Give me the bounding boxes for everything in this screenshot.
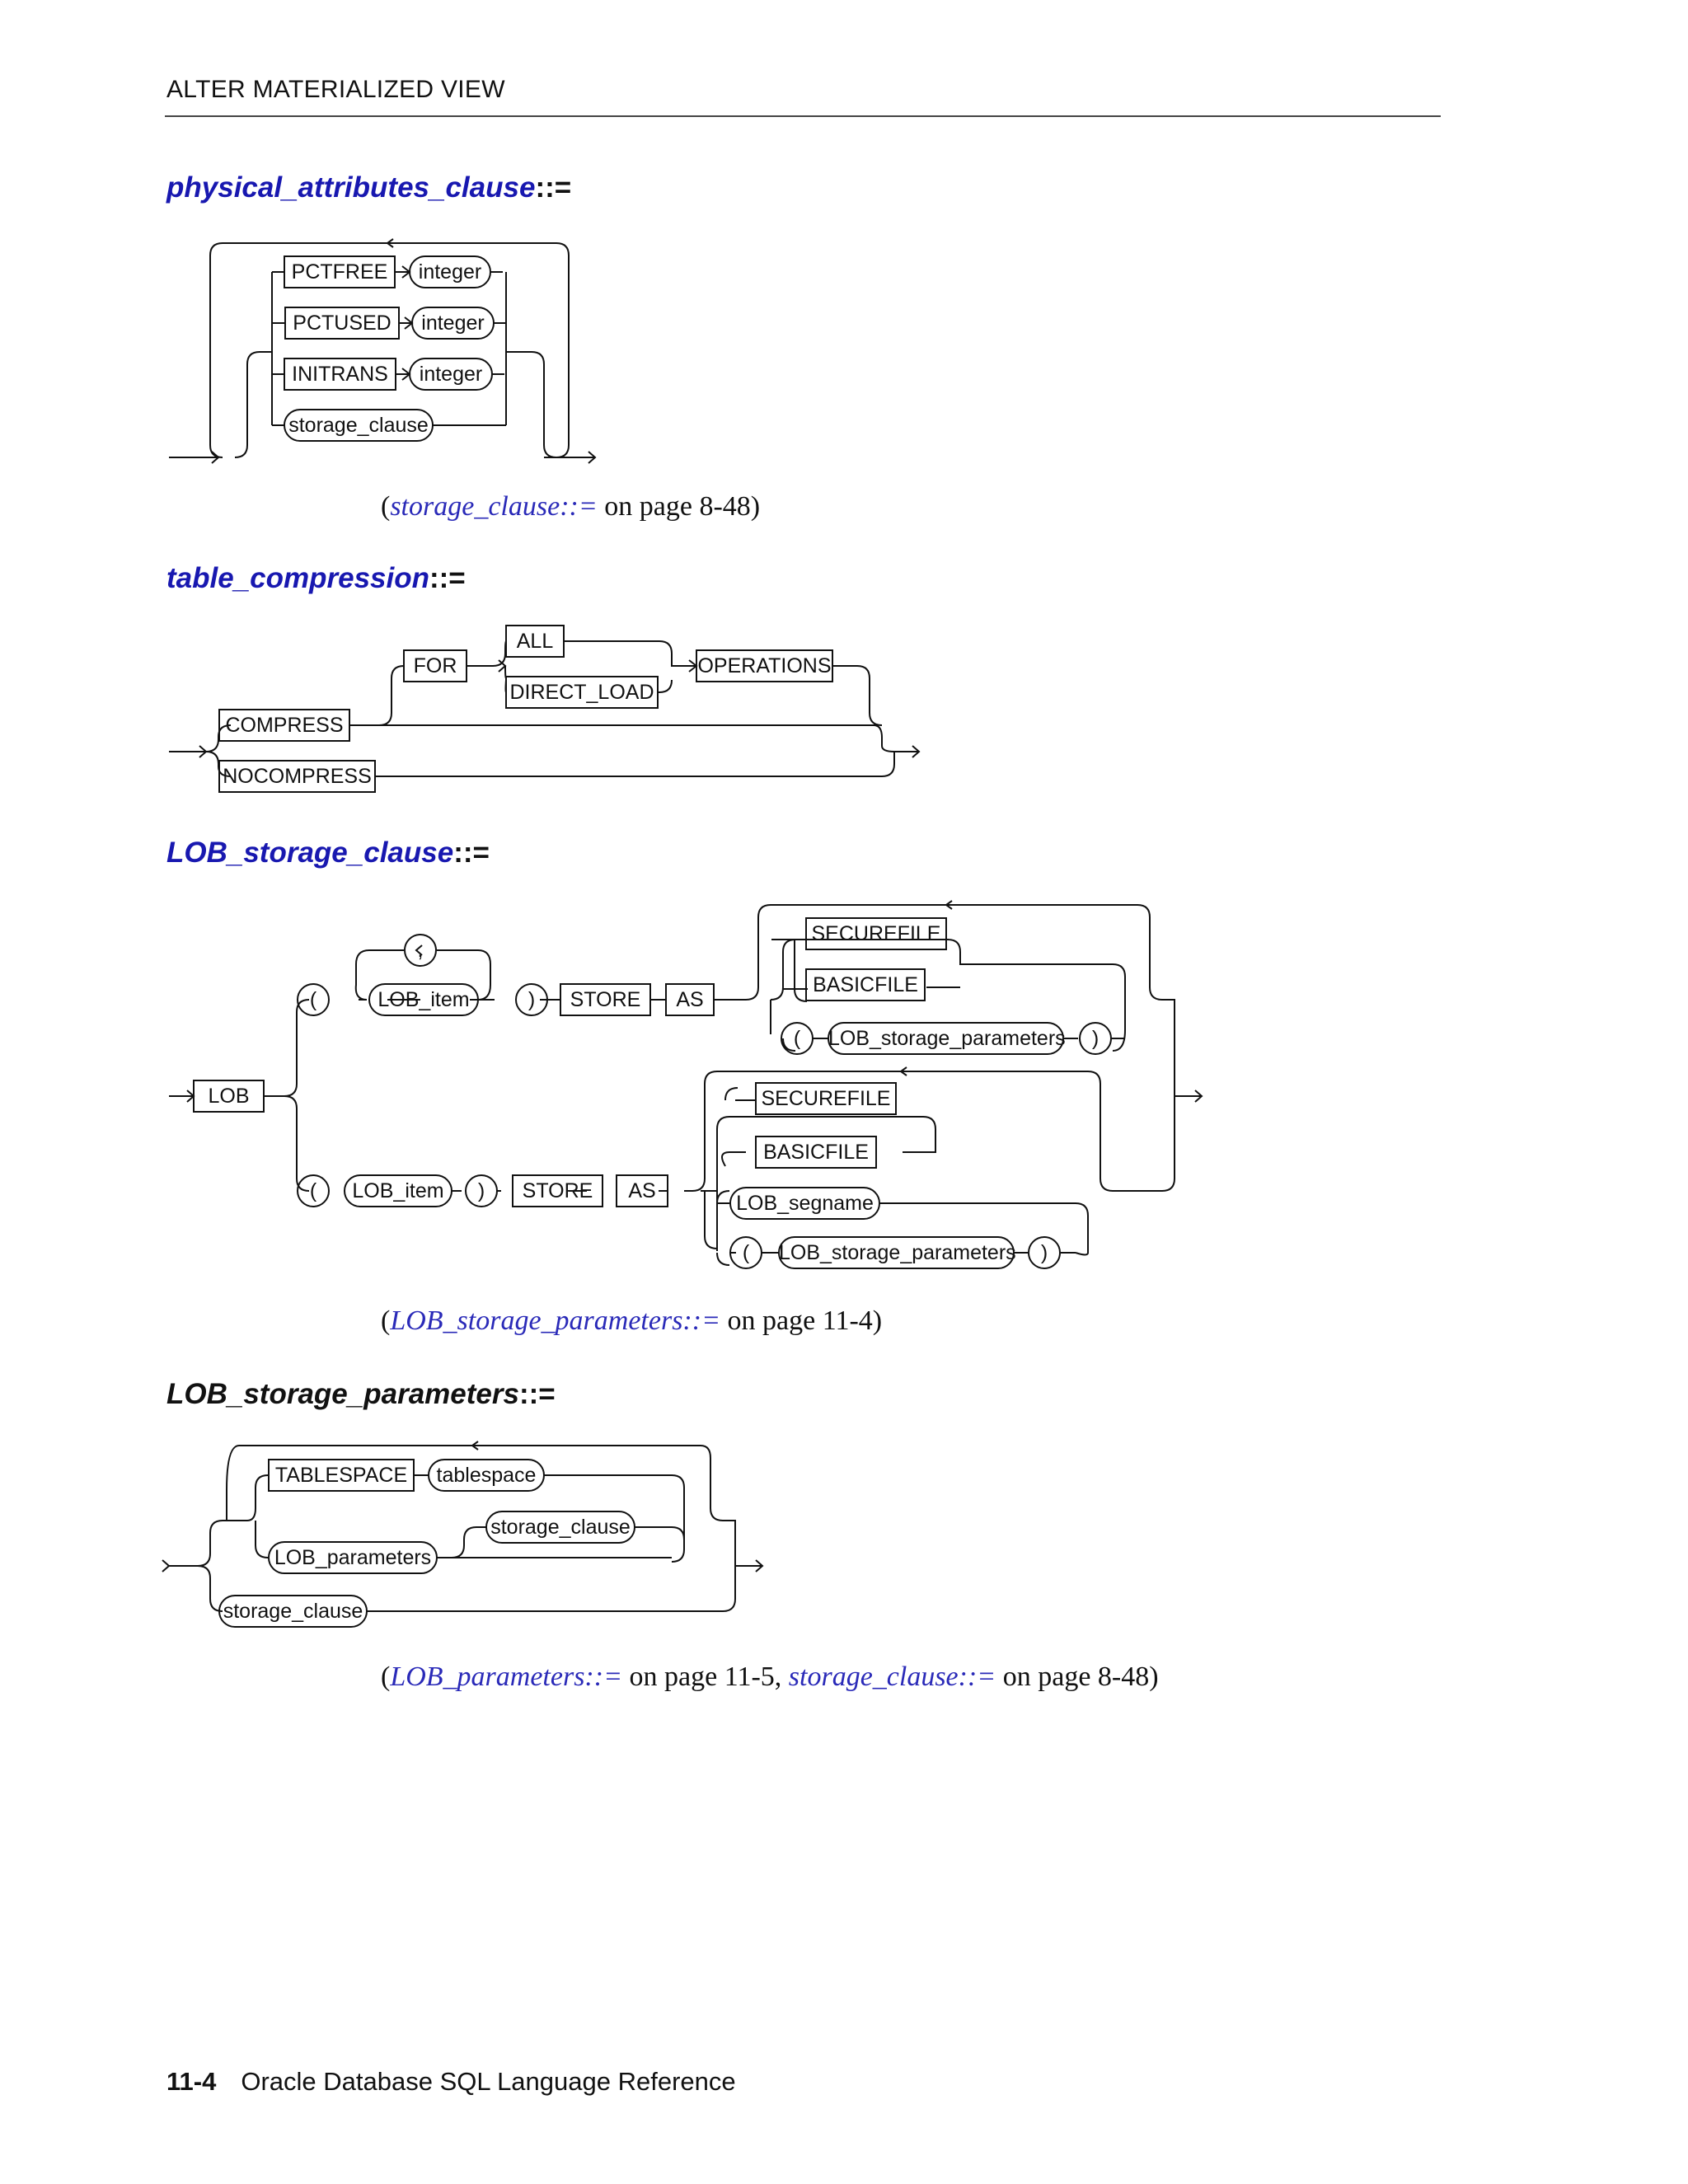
syntax-token: NOCOMPRESS <box>223 765 372 788</box>
section-title-physical-attributes-clause: physical_attributes_clause::= <box>166 171 571 204</box>
syntax-token: tablespace <box>436 1464 537 1487</box>
syntax-token: PCTUSED <box>293 312 392 335</box>
xref-lob-storage-parameters: (LOB_storage_parameters::= on page 11-4) <box>381 1305 882 1337</box>
section-title-link[interactable]: table_compression <box>166 562 429 594</box>
diagram-physical-attributes-clause <box>169 242 595 458</box>
header-rule <box>165 115 1441 117</box>
syntax-token: integer <box>419 363 483 386</box>
syntax-token: LOB_segname <box>736 1192 874 1215</box>
syntax-token: ( <box>309 988 317 1011</box>
section-title-link[interactable]: LOB_storage_clause <box>166 837 454 869</box>
diagram-lob-storage-clause <box>169 904 1202 1269</box>
syntax-token: COMPRESS <box>225 714 344 737</box>
syntax-token: storage_clause <box>288 414 429 437</box>
syntax-token: LOB <box>208 1085 250 1108</box>
section-title-operator: ::= <box>535 171 572 204</box>
section-title-lob-storage-clause: LOB_storage_clause::= <box>166 837 490 869</box>
syntax-token: integer <box>418 260 482 284</box>
syntax-token: AS <box>676 988 704 1011</box>
syntax-token: ( <box>793 1027 801 1050</box>
section-title-operator: ::= <box>518 1378 556 1410</box>
book-title: Oracle Database SQL Language Reference <box>241 2067 736 2096</box>
syntax-token: BASICFILE <box>813 973 918 996</box>
xref-page: on page 11-4) <box>720 1305 883 1336</box>
section-title-lob-storage-parameters: LOB_storage_parameters::= <box>166 1378 556 1411</box>
syntax-token: INITRANS <box>292 363 388 386</box>
section-title-link[interactable]: physical_attributes_clause <box>166 171 536 204</box>
syntax-token: ) <box>477 1179 485 1202</box>
arrow-marks <box>162 238 1203 1572</box>
syntax-token: ( <box>309 1179 317 1202</box>
xref-page: on page 8-48) <box>996 1661 1159 1692</box>
syntax-token: LOB_item <box>377 988 470 1011</box>
syntax-token: ) <box>1040 1241 1048 1264</box>
xref-link-storage-clause[interactable]: storage_clause::= <box>788 1661 996 1692</box>
xref-storage-clause: (storage_clause::= on page 8-48) <box>381 491 760 523</box>
syntax-token: ) <box>1091 1027 1100 1050</box>
xref-page: on page 11-5, <box>622 1661 789 1692</box>
syntax-token: , <box>417 939 424 962</box>
xref-link-storage-clause[interactable]: storage_clause::= <box>390 491 598 522</box>
xref-paren: ( <box>381 1661 391 1692</box>
diagram-lob-storage-parameters <box>169 1445 762 1628</box>
syntax-token: STORE <box>570 988 641 1011</box>
running-header: ALTER MATERIALIZED VIEW <box>166 76 505 103</box>
syntax-token: SECUREFILE <box>811 922 941 945</box>
syntax-token: ( <box>742 1241 750 1264</box>
xref-paren: ( <box>381 1305 391 1336</box>
diagram-table-compression <box>169 625 919 793</box>
xref-paren: ( <box>381 491 391 522</box>
syntax-token: ALL <box>516 630 554 653</box>
syntax-token: FOR <box>413 654 457 677</box>
syntax-token: BASICFILE <box>763 1141 869 1164</box>
syntax-token: LOB_storage_parameters <box>779 1241 1016 1264</box>
page-number: 11-4 <box>166 2067 217 2096</box>
syntax-token: AS <box>628 1179 656 1202</box>
syntax-token: LOB_storage_parameters <box>828 1027 1066 1050</box>
xref-link-lob-parameters[interactable]: LOB_parameters::= <box>390 1661 623 1692</box>
syntax-token: storage_clause <box>490 1516 631 1539</box>
syntax-token: DIRECT_LOAD <box>509 681 654 704</box>
section-title-table-compression: table_compression::= <box>166 562 466 595</box>
syntax-token: ) <box>528 988 536 1011</box>
xref-link-lob-storage-parameters[interactable]: LOB_storage_parameters::= <box>390 1305 721 1336</box>
xref-lob-parameters: (LOB_parameters::= on page 11-5, storage… <box>381 1661 1159 1693</box>
syntax-token: LOB_item <box>352 1179 444 1202</box>
section-title-operator: ::= <box>453 837 490 869</box>
syntax-token: LOB_parameters <box>274 1546 432 1569</box>
syntax-token: SECUREFILE <box>761 1087 891 1110</box>
syntax-token: OPERATIONS <box>697 654 832 677</box>
syntax-token: PCTFREE <box>291 260 388 284</box>
syntax-token: TABLESPACE <box>274 1464 408 1487</box>
section-title-operator: ::= <box>429 562 466 594</box>
syntax-token: integer <box>421 312 485 335</box>
syntax-token: storage_clause <box>223 1600 363 1623</box>
syntax-token: STORE <box>522 1179 593 1202</box>
xref-page: on page 8-48) <box>597 491 761 522</box>
page-footer: 11-4 Oracle Database SQL Language Referen… <box>166 2067 736 2097</box>
section-title-text: LOB_storage_parameters <box>166 1378 519 1410</box>
